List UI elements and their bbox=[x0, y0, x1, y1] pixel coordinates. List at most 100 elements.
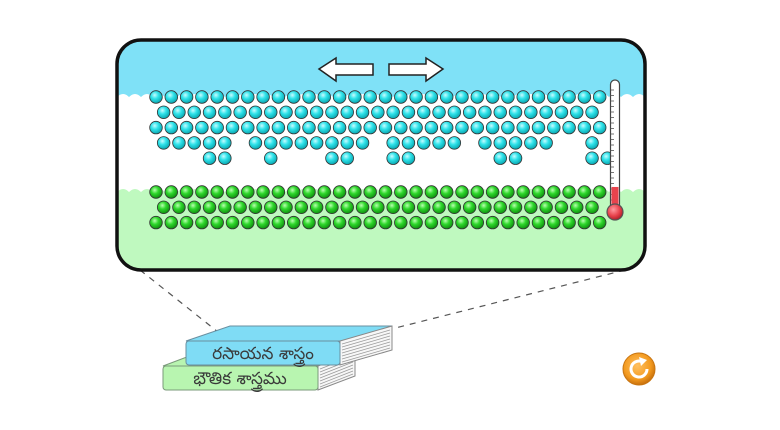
particle bbox=[302, 215, 316, 230]
particle bbox=[164, 90, 179, 104]
particle bbox=[371, 105, 385, 120]
particle bbox=[462, 200, 477, 215]
particle bbox=[271, 90, 286, 104]
particle bbox=[302, 90, 316, 104]
particle bbox=[340, 200, 354, 215]
particle bbox=[493, 200, 507, 215]
zoom-line-left bbox=[139, 269, 219, 333]
move-left-button[interactable] bbox=[317, 56, 374, 83]
particle bbox=[440, 215, 454, 230]
particle bbox=[302, 120, 316, 135]
particle bbox=[577, 215, 592, 230]
particle bbox=[401, 136, 416, 150]
particle bbox=[149, 90, 163, 104]
particle bbox=[225, 120, 240, 135]
particle bbox=[516, 90, 530, 104]
particle bbox=[455, 215, 469, 230]
particle bbox=[447, 105, 462, 120]
book-physics-label: భౌతిక శాస్త్రము bbox=[193, 369, 287, 392]
particle bbox=[294, 136, 309, 150]
particle bbox=[256, 90, 270, 104]
particle bbox=[501, 90, 515, 104]
particle bbox=[562, 90, 576, 104]
particle bbox=[516, 215, 530, 230]
particle bbox=[478, 136, 492, 150]
particle bbox=[279, 200, 293, 215]
thermometer-bulb bbox=[606, 203, 624, 221]
particle bbox=[325, 151, 339, 165]
top-particles bbox=[149, 90, 615, 165]
particle bbox=[470, 120, 485, 135]
particle bbox=[409, 120, 423, 135]
particle bbox=[470, 185, 485, 199]
particle bbox=[424, 120, 439, 135]
top-layer-band bbox=[117, 40, 645, 97]
particle bbox=[264, 105, 278, 120]
particle bbox=[332, 215, 347, 230]
particle bbox=[531, 90, 546, 104]
particle bbox=[585, 105, 599, 120]
particle bbox=[325, 105, 339, 120]
particle bbox=[455, 120, 469, 135]
particle bbox=[516, 185, 530, 199]
particle bbox=[294, 200, 309, 215]
particle bbox=[417, 200, 431, 215]
particle bbox=[179, 215, 194, 230]
book-chemistry[interactable]: రసాయన శాస్త్రం bbox=[185, 325, 393, 367]
particle bbox=[440, 120, 454, 135]
particle bbox=[332, 90, 347, 104]
particle bbox=[309, 136, 324, 150]
particle bbox=[378, 90, 393, 104]
particle bbox=[577, 185, 592, 199]
particle bbox=[493, 105, 507, 120]
particle bbox=[440, 185, 454, 199]
particle bbox=[394, 120, 408, 135]
particle bbox=[279, 105, 293, 120]
particle bbox=[470, 215, 485, 230]
particle bbox=[355, 200, 370, 215]
particle bbox=[218, 200, 232, 215]
particle bbox=[432, 105, 446, 120]
particle bbox=[531, 185, 546, 199]
particle bbox=[340, 136, 354, 150]
particle bbox=[179, 185, 194, 199]
particle bbox=[386, 136, 400, 150]
particle bbox=[363, 90, 377, 104]
particle bbox=[202, 105, 217, 120]
particle bbox=[363, 120, 377, 135]
particle bbox=[516, 120, 530, 135]
particle bbox=[593, 90, 607, 104]
particle bbox=[317, 120, 332, 135]
particle bbox=[531, 120, 546, 135]
particle bbox=[478, 200, 492, 215]
particle bbox=[241, 120, 255, 135]
particle bbox=[317, 185, 332, 199]
solution-container bbox=[117, 40, 645, 270]
particle bbox=[164, 120, 179, 135]
particle bbox=[424, 90, 439, 104]
particle bbox=[432, 200, 446, 215]
particle bbox=[524, 200, 538, 215]
particle bbox=[340, 105, 354, 120]
particle bbox=[248, 105, 263, 120]
particle bbox=[508, 151, 523, 165]
particle bbox=[501, 185, 515, 199]
particle bbox=[462, 105, 477, 120]
particle bbox=[156, 136, 171, 150]
reset-button[interactable] bbox=[622, 352, 656, 386]
particle bbox=[187, 136, 201, 150]
particle bbox=[493, 136, 507, 150]
particle bbox=[317, 90, 332, 104]
particle bbox=[248, 200, 263, 215]
particle bbox=[195, 90, 209, 104]
particle bbox=[539, 200, 553, 215]
particle bbox=[424, 185, 439, 199]
particle bbox=[401, 151, 416, 165]
particle bbox=[401, 105, 416, 120]
particle bbox=[363, 185, 377, 199]
particle bbox=[577, 90, 592, 104]
particle bbox=[554, 200, 569, 215]
particle bbox=[524, 105, 538, 120]
particle bbox=[195, 185, 209, 199]
move-right-button[interactable] bbox=[388, 56, 445, 83]
